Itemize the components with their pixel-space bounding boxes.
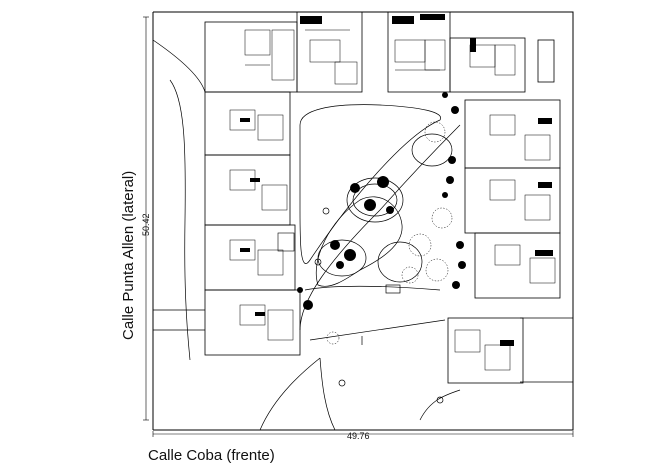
left-setback xyxy=(152,39,573,431)
housing-units xyxy=(204,11,561,384)
dimension-lines xyxy=(143,16,574,437)
dark-fixtures xyxy=(240,14,553,346)
central-garden xyxy=(299,104,461,345)
dimension-width-label: 49.76 xyxy=(347,431,370,441)
lamps xyxy=(314,207,444,404)
trees xyxy=(297,92,466,310)
front-street-label: Calle Coba (frente) xyxy=(148,447,275,464)
side-street-label: Calle Punta Allen (lateral) xyxy=(120,170,137,340)
planters xyxy=(326,121,453,345)
unit-interiors xyxy=(229,29,556,371)
dimension-height-label: 50.42 xyxy=(141,213,151,236)
property-boundary xyxy=(145,11,574,435)
